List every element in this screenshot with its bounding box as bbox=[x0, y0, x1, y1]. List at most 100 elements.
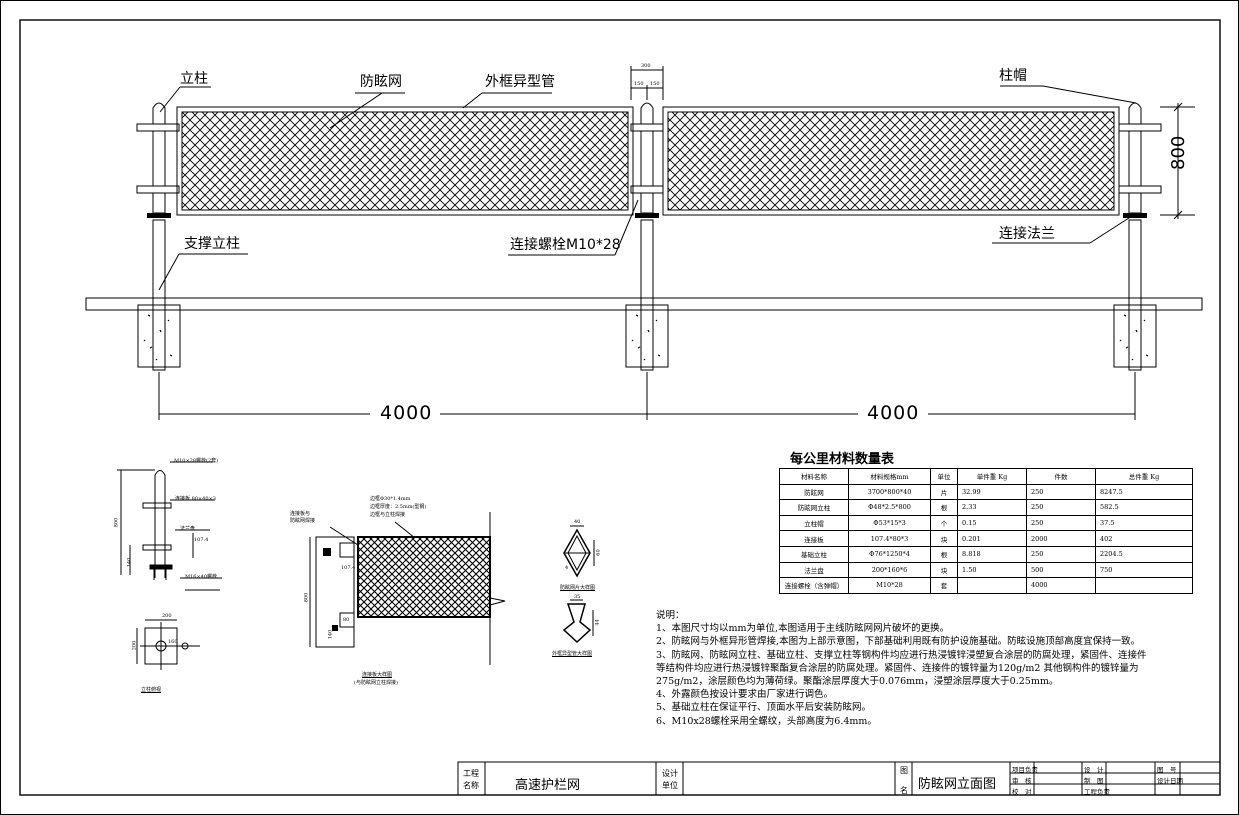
materials-cell: 200*160*6 bbox=[848, 561, 931, 579]
tb-project-label-2: 名称 bbox=[463, 781, 479, 790]
materials-cell: 37.5 bbox=[1095, 514, 1193, 532]
panel-left bbox=[176, 106, 634, 216]
label-post: 立柱 bbox=[180, 71, 208, 87]
note-item: 等结构件均应进行热浸镀锌聚酯复合涂层的防腐处理。紧固件、连接件的镀锌量为120g… bbox=[656, 662, 1139, 674]
note-item: 5、基础立柱在保证平行、顶面水平后安装防眩网。 bbox=[656, 702, 872, 714]
connection-plates bbox=[136, 123, 1162, 194]
tb-review: 审 核 bbox=[1012, 777, 1032, 785]
post-elev-note-d: M16×40螺栓 bbox=[185, 574, 218, 580]
materials-cell: 防眩网立柱 bbox=[779, 499, 849, 516]
span-dimension bbox=[158, 372, 1136, 420]
tb-design-unit-label-2: 单位 bbox=[662, 781, 678, 790]
conn-note-right-3: 边框与立柱焊接 bbox=[370, 512, 406, 518]
materials-cell: 582.5 bbox=[1095, 499, 1193, 516]
materials-cell: 0.201 bbox=[957, 530, 1027, 547]
tb-project-lead: 项目负责 bbox=[1012, 766, 1038, 774]
label-bolt: 连接螺栓M10*28 bbox=[510, 237, 621, 253]
header-unit-weight: 单件重 Kg bbox=[957, 468, 1027, 485]
materials-cell: 250 bbox=[1026, 483, 1096, 501]
header-unit: 单位 bbox=[930, 468, 958, 485]
panel-right bbox=[662, 106, 1120, 216]
materials-cell: 块 bbox=[930, 561, 958, 579]
materials-cell: 1.50 bbox=[957, 561, 1027, 579]
note-item: 6、M10x28螺栓采用全螺纹，头部高度为6.4mm。 bbox=[656, 715, 877, 727]
post-elev-note-a: M10×28螺栓(2套) bbox=[174, 458, 219, 464]
conn-note-right-2: 边框厚度：2.5mm(型钢) bbox=[370, 504, 427, 510]
materials-cell: 基础立柱 bbox=[779, 545, 849, 563]
note-item: 2、防眩网与外框异形管焊接,本图为上部示意图，下部基础利用既有防护设施基础。防眩… bbox=[656, 636, 1141, 648]
tb-design-unit-label-1: 设计 bbox=[662, 769, 678, 778]
materials-cell: 2.33 bbox=[957, 499, 1027, 516]
label-outer-frame: 外框异型管 bbox=[485, 74, 555, 90]
materials-cell: 750 bbox=[1095, 561, 1193, 579]
frame-dim-44: 44 bbox=[594, 619, 601, 626]
materials-cell bbox=[957, 577, 1027, 594]
conn-note-left-1: 连接板与 bbox=[290, 511, 311, 517]
post-elev-note-c: 法兰盘 bbox=[180, 526, 196, 532]
tb-draft: 制 图 bbox=[1084, 777, 1104, 785]
materials-cell: 连接螺栓（含弹帽） bbox=[779, 577, 849, 594]
header-name: 材料名称 bbox=[779, 468, 849, 485]
materials-cell: 根 bbox=[930, 545, 958, 563]
connection-detail bbox=[309, 512, 506, 665]
post-elev-note-b: 连接板 80×40×3 bbox=[175, 496, 216, 502]
materials-cell: 2204.5 bbox=[1095, 545, 1193, 563]
materials-cell: 3700*800*40 bbox=[848, 483, 931, 501]
materials-cell: 107.4*80*3 bbox=[848, 530, 931, 547]
tb-design: 设 计 bbox=[1084, 766, 1104, 774]
materials-cell: 法兰盘 bbox=[779, 561, 849, 579]
header-spec: 材料规格mm bbox=[848, 468, 931, 485]
foundation-left bbox=[137, 304, 181, 368]
foundation-middle bbox=[625, 304, 669, 368]
post-plan-dim-200b: 200 bbox=[131, 640, 138, 651]
height-dimension bbox=[1160, 102, 1195, 220]
materials-cell: 块 bbox=[930, 530, 958, 547]
materials-cell: 片 bbox=[930, 483, 958, 501]
materials-cell: 8.818 bbox=[957, 545, 1027, 563]
tb-project-label-1: 工程 bbox=[463, 769, 479, 778]
post-elev-dim-140: 140 bbox=[126, 557, 133, 568]
materials-cell: Φ48*2.5*800 bbox=[848, 499, 931, 516]
tb-check: 校 对 bbox=[1012, 788, 1032, 796]
label-post-cap: 柱帽 bbox=[999, 68, 1027, 84]
materials-cell: 250 bbox=[1026, 545, 1096, 563]
conn-dim-800: 800 bbox=[303, 592, 310, 603]
materials-cell: Φ76*1250*4 bbox=[848, 545, 931, 563]
mesh-dim-4: 4 bbox=[565, 565, 569, 571]
notes-heading: 说明： bbox=[656, 610, 685, 621]
materials-cell: 连接板 bbox=[779, 530, 849, 547]
frame-dim-35: 35 bbox=[574, 594, 581, 600]
tb-project-name: 高速护栏网 bbox=[515, 778, 581, 793]
mesh-dim-40: 40 bbox=[574, 519, 581, 525]
header-total-weight: 总件重 Kg bbox=[1095, 468, 1193, 485]
post-plan-dim-200a: 200 bbox=[162, 613, 172, 619]
materials-cell: 套 bbox=[930, 577, 958, 594]
materials-title: 每公里材料数量表 bbox=[790, 452, 895, 467]
label-antiglare-net: 防眩网 bbox=[360, 74, 402, 90]
materials-cell: 根 bbox=[930, 499, 958, 516]
top-dimension bbox=[630, 66, 664, 100]
materials-cell bbox=[1095, 577, 1193, 594]
conn-dim-1074: 107.4 bbox=[341, 565, 356, 571]
materials-cell: 32.99 bbox=[957, 483, 1027, 501]
post-elevation-detail bbox=[117, 461, 222, 591]
label-dim-150b: 150 bbox=[650, 81, 660, 87]
materials-cell: 402 bbox=[1095, 530, 1193, 547]
tb-drawing-label-1: 图 bbox=[900, 766, 908, 775]
header-count: 件数 bbox=[1026, 468, 1096, 485]
materials-cell: 立柱帽 bbox=[779, 514, 849, 532]
materials-cell: 500 bbox=[1026, 561, 1096, 579]
post-elev-dim-1074: 107.4 bbox=[194, 537, 209, 543]
mesh-dim-60: 60 bbox=[595, 549, 602, 556]
label-flange: 连接法兰 bbox=[999, 226, 1055, 242]
conn-dim-80: 80 bbox=[343, 617, 350, 623]
tb-design-date: 设计日期 bbox=[1157, 777, 1183, 785]
materials-cell: M10*28 bbox=[848, 577, 931, 594]
conn-subcaption: (与防眩网立柱焊接) bbox=[354, 680, 398, 686]
support-posts bbox=[152, 219, 1142, 371]
